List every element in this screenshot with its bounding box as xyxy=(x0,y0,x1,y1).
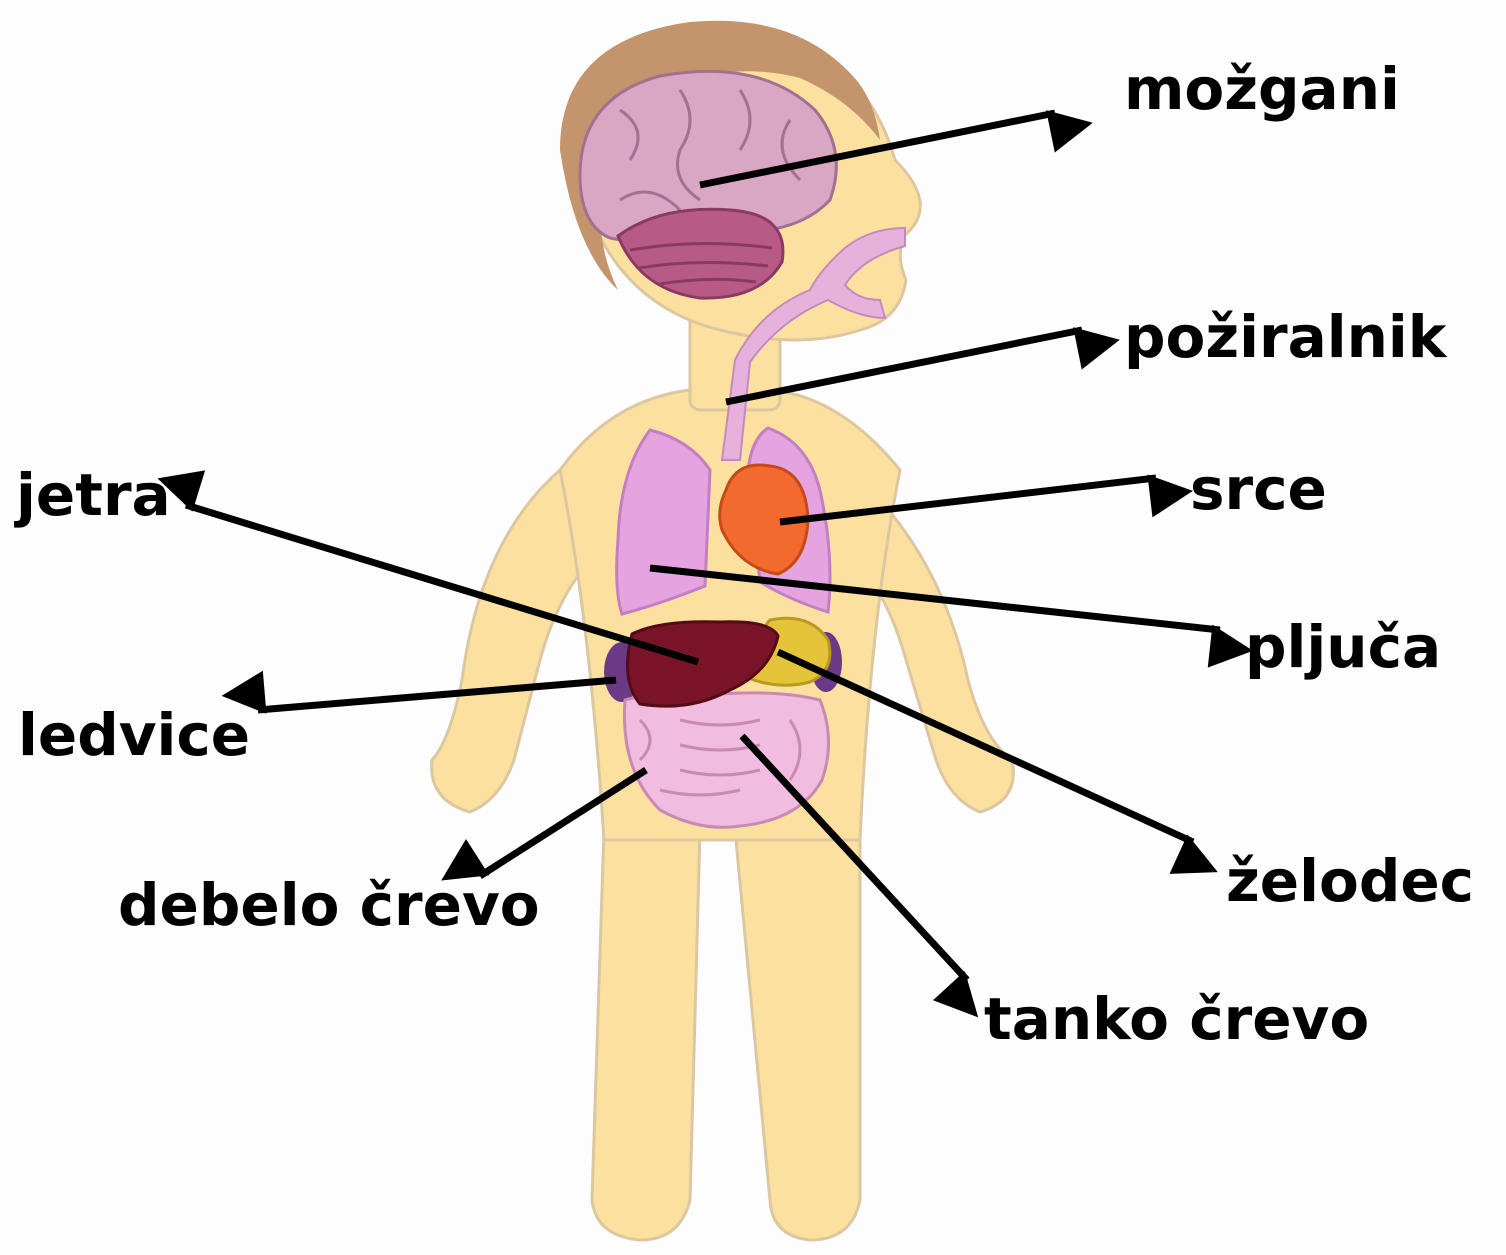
label-kidneys: ledvice xyxy=(18,706,250,764)
label-brain: možgani xyxy=(1124,60,1400,118)
right-leg xyxy=(735,830,860,1240)
label-liver: jetra xyxy=(16,466,171,524)
left-arm xyxy=(432,470,590,812)
label-large-intestine: debelo črevo xyxy=(118,876,540,934)
label-esophagus: požiralnik xyxy=(1124,308,1446,366)
left-leg xyxy=(592,830,700,1240)
arrow-kidneys xyxy=(258,680,616,710)
label-lungs: pljuča xyxy=(1245,618,1441,676)
label-heart: srce xyxy=(1190,460,1327,518)
label-stomach: želodec xyxy=(1226,852,1474,910)
label-small-intestine: tanko črevo xyxy=(984,990,1369,1048)
